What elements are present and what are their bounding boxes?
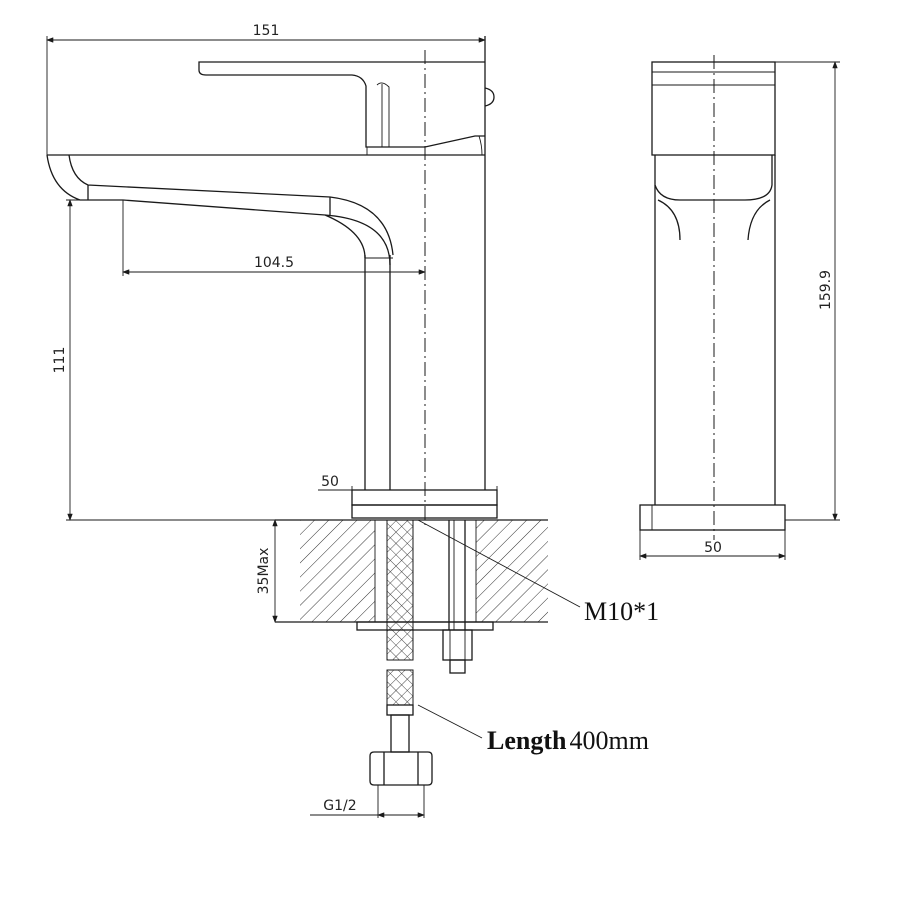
side-view: 151 104.5 111 50 <box>46 23 498 525</box>
hose-ferrule <box>386 704 414 716</box>
counter-thickness-label: 35Max <box>256 548 272 595</box>
nut <box>442 629 473 661</box>
dimension-width-label: 151 <box>253 23 280 39</box>
dimension-reach-label: 104.5 <box>254 255 294 271</box>
washer-plate <box>356 621 494 631</box>
front-base <box>639 504 786 531</box>
dimension-front-width-label: 50 <box>704 540 722 556</box>
faucet-body <box>47 36 486 490</box>
braided-hose <box>386 519 414 661</box>
front-view: 159.9 50 <box>639 55 840 560</box>
base-plate <box>351 504 498 519</box>
dimension-base-label: 50 <box>321 474 339 490</box>
dimension-height-label: 111 <box>52 347 68 374</box>
dimension-total-height-label: 159.9 <box>818 270 834 310</box>
spout <box>46 154 394 266</box>
hex-connector-nut <box>369 751 433 786</box>
thread-label: M10*1 <box>584 597 659 626</box>
connector-size-label: G1/2 <box>323 798 356 814</box>
lever-handle <box>198 61 485 148</box>
knob <box>484 87 495 107</box>
